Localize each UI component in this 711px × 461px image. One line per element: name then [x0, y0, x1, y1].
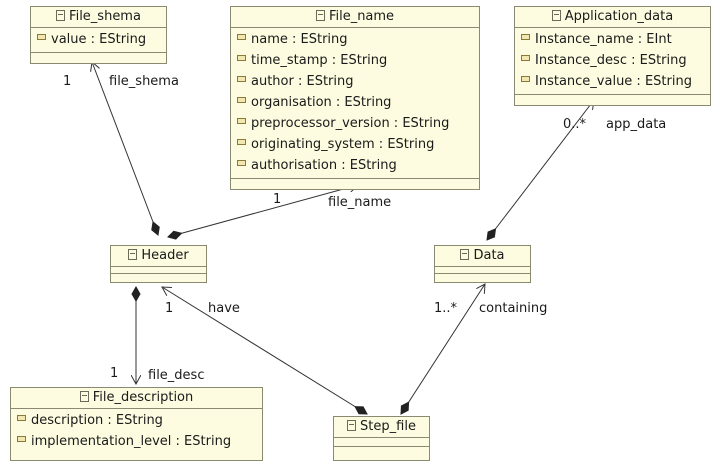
- attribute-compartment: [111, 267, 206, 274]
- edge-data-application-data: [487, 100, 594, 240]
- attribute-row: implementation_level : EString: [11, 431, 262, 452]
- class-icon: [551, 10, 561, 21]
- attribute-row: author : EString: [231, 71, 479, 92]
- attribute-list: description : EString implementation_lev…: [11, 409, 262, 454]
- attribute-row: preprocessor_version : EString: [231, 113, 479, 134]
- class-name: Application_data: [564, 9, 674, 24]
- class-name: File_description: [92, 390, 194, 405]
- operation-compartment: [515, 95, 710, 105]
- role-containing: containing: [479, 301, 548, 316]
- class-header-box[interactable]: Header: [110, 245, 207, 283]
- attribute-icon: [17, 415, 26, 421]
- edge-header-file-name: [168, 185, 358, 237]
- role-file-name: file_name: [328, 195, 392, 210]
- attribute-icon: [237, 139, 246, 145]
- attribute-row: Instance_value : EString: [515, 71, 710, 92]
- class-header: Step_file: [334, 417, 429, 438]
- role-app-data: app_data: [606, 117, 667, 132]
- class-icon: [347, 420, 357, 431]
- attribute-icon: [237, 55, 246, 61]
- class-header: Data: [435, 246, 530, 267]
- class-icon: [79, 391, 89, 402]
- multiplicity-have: 1: [165, 301, 174, 316]
- operation-compartment: [231, 179, 479, 189]
- multiplicity-containing: 1..*: [434, 301, 458, 316]
- attribute-row: description : EString: [11, 410, 262, 431]
- class-name: Header: [141, 248, 189, 263]
- attribute-icon: [237, 97, 246, 103]
- class-step-file[interactable]: Step_file: [333, 416, 430, 461]
- attribute-icon: [237, 34, 246, 40]
- class-data[interactable]: Data: [434, 245, 531, 283]
- class-name: Data: [473, 248, 505, 263]
- class-icon: [315, 10, 325, 21]
- class-icon: [128, 249, 138, 260]
- multiplicity-app-data: 0..*: [563, 117, 587, 132]
- attribute-row: originating_system : EString: [231, 134, 479, 155]
- multiplicity-file-shema: 1: [63, 74, 72, 89]
- attribute-icon: [521, 76, 530, 82]
- attribute-row: name : EString: [231, 29, 479, 50]
- class-icon: [56, 10, 66, 21]
- class-header: File_name: [231, 7, 479, 28]
- edge-step-file-header: [162, 287, 367, 414]
- attribute-icon: [237, 160, 246, 166]
- attribute-row: Instance_name : EInt: [515, 29, 710, 50]
- edge-step-file-data: [401, 284, 485, 414]
- multiplicity-file-name: 1: [273, 192, 282, 207]
- attribute-row: authorisation : EString: [231, 155, 479, 176]
- attribute-row: Instance_desc : EString: [515, 50, 710, 71]
- attribute-icon: [237, 118, 246, 124]
- class-file-shema[interactable]: File_shema value : EString: [30, 6, 167, 64]
- attribute-icon: [521, 34, 530, 40]
- role-have: have: [208, 301, 240, 316]
- class-icon: [460, 249, 470, 260]
- attribute-icon: [37, 34, 46, 40]
- attribute-row: time_stamp : EString: [231, 50, 479, 71]
- attribute-icon: [521, 55, 530, 61]
- attribute-list: name : EString time_stamp : EString auth…: [231, 28, 479, 179]
- class-header: Application_data: [515, 7, 710, 28]
- class-file-name[interactable]: File_name name : EString time_stamp : ES…: [230, 6, 480, 190]
- multiplicity-file-desc: 1: [110, 366, 119, 381]
- attribute-row: value : EString: [31, 29, 166, 50]
- attribute-compartment: [334, 438, 429, 447]
- class-name: Step_file: [360, 419, 416, 434]
- attribute-list: Instance_name : EInt Instance_desc : ESt…: [515, 28, 710, 95]
- class-file-description[interactable]: File_description description : EString i…: [10, 387, 263, 461]
- class-header: File_description: [11, 388, 262, 409]
- attribute-compartment: [435, 267, 530, 274]
- attribute-icon: [17, 436, 26, 442]
- attribute-icon: [237, 76, 246, 82]
- attribute-list: value : EString: [31, 28, 166, 53]
- attribute-row: organisation : EString: [231, 92, 479, 113]
- class-header: Header: [111, 246, 206, 267]
- class-name: File_shema: [69, 9, 141, 24]
- role-file-shema: file_shema: [109, 74, 179, 89]
- edge-header-file-shema: [92, 62, 158, 235]
- class-application-data[interactable]: Application_data Instance_name : EInt In…: [514, 6, 711, 106]
- class-name: File_name: [328, 9, 395, 24]
- role-file-desc: file_desc: [148, 368, 205, 383]
- operation-compartment: [31, 53, 166, 63]
- class-header: File_shema: [31, 7, 166, 28]
